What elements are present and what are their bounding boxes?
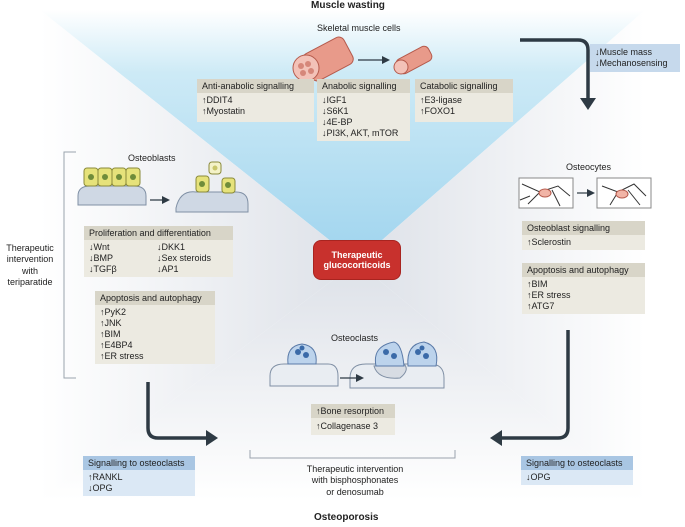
list-item: ↑ATG7 bbox=[527, 300, 555, 311]
therapeutic-glucocorticoids-box: Therapeutic glucocorticoids bbox=[314, 241, 400, 279]
list-item: ↑JNK bbox=[100, 317, 122, 328]
list-item: ↑BIM bbox=[527, 279, 548, 289]
title-muscle-wasting: Muscle wasting bbox=[311, 0, 385, 11]
list-item: ↓S6K1 bbox=[322, 105, 349, 116]
list-item: ↑E3-ligase bbox=[420, 95, 463, 105]
osteoblast-bracket bbox=[63, 151, 76, 379]
list-item: ↓OPG bbox=[526, 472, 551, 482]
muscle-outcome-arrow bbox=[520, 38, 590, 100]
list-item: ↓PI3K, AKT, mTOR bbox=[322, 127, 399, 138]
osteoblast-signalling-osteocyte-box: Osteoblast signalling ↑Sclerostin bbox=[522, 221, 645, 250]
osteoblast-to-osteoclast-arrow bbox=[146, 382, 208, 440]
list-item: ↓Wnt bbox=[89, 242, 110, 252]
note-line: intervention bbox=[6, 254, 54, 265]
list-item: ↑ER stress bbox=[100, 350, 144, 361]
list-item: ↑ER stress bbox=[527, 289, 571, 300]
osteoblast-apoptosis-title: Apoptosis and autophagy bbox=[95, 291, 215, 305]
center-line2: glucocorticoids bbox=[323, 260, 391, 270]
osteoblasts-affected-illustration bbox=[175, 161, 249, 213]
osteoblasts-label: Osteoblasts bbox=[128, 153, 176, 163]
bisphosphonates-note: Therapeutic intervention with bisphospho… bbox=[285, 464, 425, 498]
muscle-fibre-large bbox=[292, 36, 354, 82]
osteoclast-bracket bbox=[249, 450, 456, 459]
anabolic-title: Anabolic signalling bbox=[317, 79, 410, 93]
proliferation-box: Proliferation and differentiation ↓Wnt ↓… bbox=[84, 226, 233, 277]
anabolic-box: Anabolic signalling ↓IGF1 ↓S6K1 ↓4E-BP ↓… bbox=[317, 79, 410, 141]
list-item: ↑BIM bbox=[100, 328, 121, 339]
note-line: Therapeutic bbox=[6, 243, 54, 253]
list-item: ↑FOXO1 bbox=[420, 105, 456, 116]
proliferation-title: Proliferation and differentiation bbox=[84, 226, 233, 240]
list-item: ↓Sex steroids bbox=[157, 252, 212, 263]
note-line: teriparatide bbox=[7, 276, 53, 287]
osteocyte-signalling-title: Signalling to osteoclasts bbox=[521, 456, 633, 470]
list-item: ↓OPG bbox=[88, 482, 113, 493]
osteocyte-zone bbox=[357, 10, 645, 500]
note-line: or denosumab bbox=[326, 486, 384, 497]
list-item: ↓4E-BP bbox=[322, 116, 353, 127]
teriparatide-note: Therapeutic intervention with teriparati… bbox=[0, 243, 60, 288]
osteoclasts-illustration bbox=[269, 341, 445, 389]
osteocyte-to-osteoclast-arrow bbox=[500, 330, 570, 440]
list-item: ↓Muscle mass bbox=[595, 47, 653, 57]
list-item: ↑DDIT4 bbox=[202, 95, 233, 105]
osteocytes-illustration bbox=[518, 177, 652, 209]
osteocytes-label: Osteocytes bbox=[566, 162, 612, 172]
note-line: with bisphosphonates bbox=[311, 475, 399, 486]
osteocyte-apoptosis-title: Apoptosis and autophagy bbox=[522, 263, 645, 277]
osteoblast-signalling-title: Signalling to osteoclasts bbox=[83, 456, 195, 470]
list-item: ↓Mechanosensing bbox=[595, 57, 668, 68]
list-item: ↑PyK2 bbox=[100, 307, 127, 317]
osteoclasts-label: Osteoclasts bbox=[331, 333, 379, 343]
muscle-outcome-box: ↓Muscle mass ↓Mechanosensing bbox=[590, 44, 680, 72]
osteoblast-apoptosis-box: Apoptosis and autophagy ↑PyK2 ↑JNK ↑BIM … bbox=[95, 291, 215, 364]
muscle-fibre-small bbox=[393, 45, 433, 75]
list-item: ↓IGF1 bbox=[322, 95, 347, 105]
catabolic-title: Catabolic signalling bbox=[415, 79, 513, 93]
catabolic-box: Catabolic signalling ↑E3-ligase ↑FOXO1 bbox=[415, 79, 513, 122]
list-item: ↑Sclerostin bbox=[527, 237, 572, 247]
list-item: ↓BMP bbox=[89, 252, 114, 263]
osteoblasts-normal-illustration bbox=[77, 167, 147, 206]
list-item: ↑RANKL bbox=[88, 472, 123, 482]
center-line1: Therapeutic bbox=[331, 249, 383, 260]
title-osteoporosis: Osteoporosis bbox=[314, 512, 379, 523]
note-line: Therapeutic intervention bbox=[306, 464, 404, 474]
list-item: ↑Collagenase 3 bbox=[316, 421, 379, 431]
osteocyte-signalling-box: Signalling to osteoclasts ↓OPG bbox=[521, 456, 633, 485]
list-item: ↓TGFβ bbox=[89, 263, 117, 274]
skeletal-muscle-cells-label: Skeletal muscle cells bbox=[317, 23, 401, 33]
osteocyte-apoptosis-box: Apoptosis and autophagy ↑BIM ↑ER stress … bbox=[522, 263, 645, 314]
list-item: ↓DKK1 bbox=[157, 242, 186, 252]
list-item: ↑Bone resorption bbox=[311, 404, 395, 418]
osteocyte-osteoblast-signalling-title: Osteoblast signalling bbox=[522, 221, 645, 235]
note-line: with bbox=[21, 265, 38, 276]
anti-anabolic-box: Anti-anabolic signalling ↑DDIT4 ↑Myostat… bbox=[197, 79, 314, 122]
list-item: ↓AP1 bbox=[157, 263, 179, 274]
list-item: ↑Myostatin bbox=[202, 105, 246, 116]
anti-anabolic-title: Anti-anabolic signalling bbox=[197, 79, 314, 93]
list-item: ↑E4BP4 bbox=[100, 339, 133, 350]
bone-resorption-box: ↑Bone resorption ↑Collagenase 3 bbox=[311, 404, 395, 435]
osteoblast-signalling-box: Signalling to osteoclasts ↑RANKL ↓OPG bbox=[83, 456, 195, 496]
